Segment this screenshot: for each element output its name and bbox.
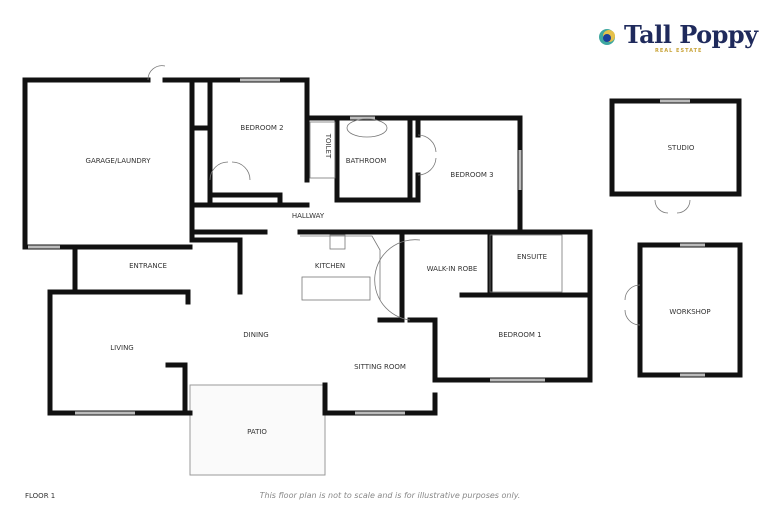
label-bedroom-1: BEDROOM 1 (498, 331, 541, 339)
label-bedroom-3: BEDROOM 3 (450, 171, 493, 179)
label-bedroom-2: BEDROOM 2 (240, 124, 283, 132)
label-sitting-room: SITTING ROOM (354, 363, 406, 371)
label-kitchen: KITCHEN (315, 262, 345, 270)
label-hallway: HALLWAY (292, 212, 325, 220)
label-patio: PATIO (247, 428, 267, 436)
bathtub (346, 118, 388, 138)
label-ensuite: ENSUITE (517, 253, 547, 261)
label-walk-in-robe: WALK-IN ROBE (427, 265, 478, 273)
kitchen-island (301, 276, 371, 301)
label-workshop: WORKSHOP (669, 308, 710, 316)
brand-tagline: REAL ESTATE (655, 48, 703, 54)
brand-name: Tall Poppy (624, 20, 758, 49)
fixtures (147, 65, 691, 326)
label-garage: GARAGE/LAUNDRY (86, 157, 152, 165)
label-bathroom: BATHROOM (346, 157, 387, 165)
room-labels: GARAGE/LAUNDRY BEDROOM 2 TOILET BATHROOM… (86, 124, 711, 436)
disclaimer: This floor plan is not to scale and is f… (259, 491, 521, 500)
windows (28, 78, 705, 415)
floor-label: FLOOR 1 (25, 492, 56, 500)
label-studio: STUDIO (668, 144, 695, 152)
cooktop (329, 234, 346, 250)
patio-area (189, 384, 326, 476)
label-toilet: TOILET (324, 133, 332, 159)
label-dining: DINING (243, 331, 268, 339)
label-living: LIVING (110, 344, 133, 352)
label-entrance: ENTRANCE (129, 262, 167, 270)
